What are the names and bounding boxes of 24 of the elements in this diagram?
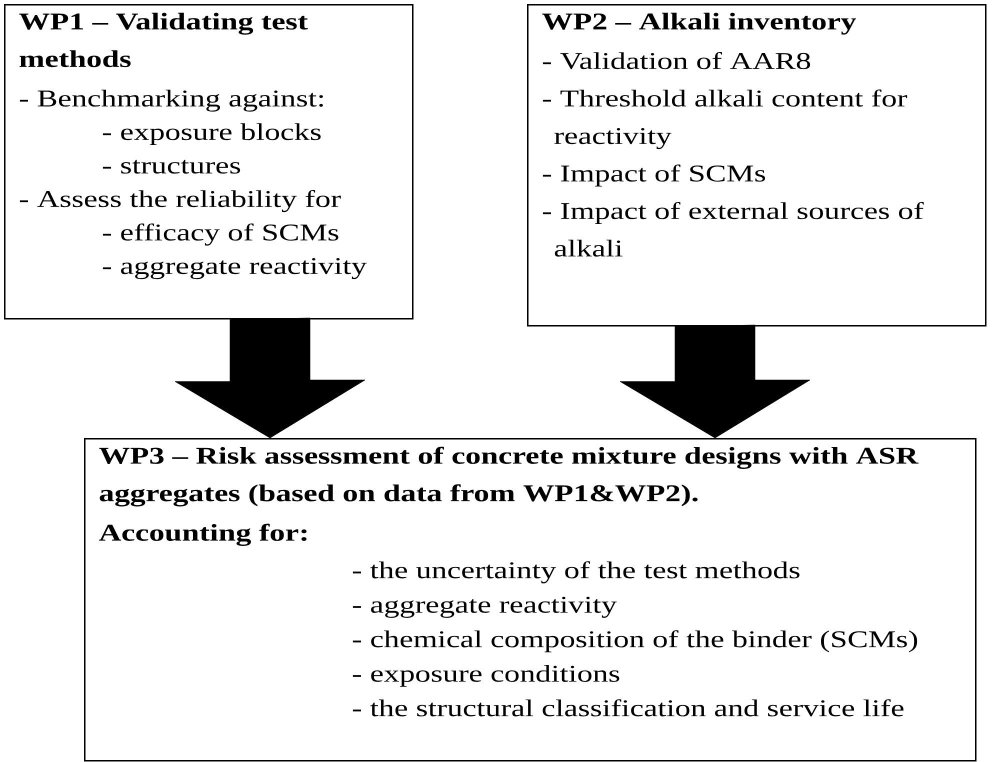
bullet-item: - aggregate reactivity	[102, 258, 367, 280]
bullet-item: - exposure blocks	[102, 123, 321, 145]
block-arrow	[620, 324, 810, 438]
bullet-item: - Assess the reliability for	[20, 190, 341, 212]
bullet-item: - Impact of external sources of alkali	[542, 202, 924, 257]
work-package-box	[4, 4, 414, 320]
work-package-box	[84, 438, 976, 762]
bullet-item: - chemical composition of the binder (SCMs)	[352, 630, 918, 652]
bullet-item: - the structural classification and service life	[352, 699, 904, 716]
bullet-item: - Impact of SCMs	[542, 164, 766, 186]
work-package-box	[527, 4, 986, 326]
bullet-item: - structures	[102, 160, 240, 174]
bullet-item: - exposure conditions	[352, 664, 620, 687]
bullet-item: - the uncertainty of the test methods	[352, 561, 800, 584]
bullet-item: - Threshold alkali content for reactivity	[542, 90, 908, 150]
box-heading: WP1 – Validating test methods	[19, 12, 308, 68]
bullet-item: - Benchmarking against:	[20, 90, 323, 112]
block-arrow	[174, 318, 366, 438]
bullet-item: - Validation of AAR8	[542, 52, 810, 70]
box-heading: Accounting for:	[99, 524, 306, 546]
box-heading: WP2 – Alkali inventory	[542, 12, 856, 35]
bullet-item: - efficacy of SCMs	[102, 224, 338, 246]
bullet-item: - aggregate reactivity	[352, 596, 617, 618]
box-heading: WP3 – Risk assessment of concrete mixture designs with ASR aggregates (based on data from WP1&WP2).	[99, 446, 919, 506]
